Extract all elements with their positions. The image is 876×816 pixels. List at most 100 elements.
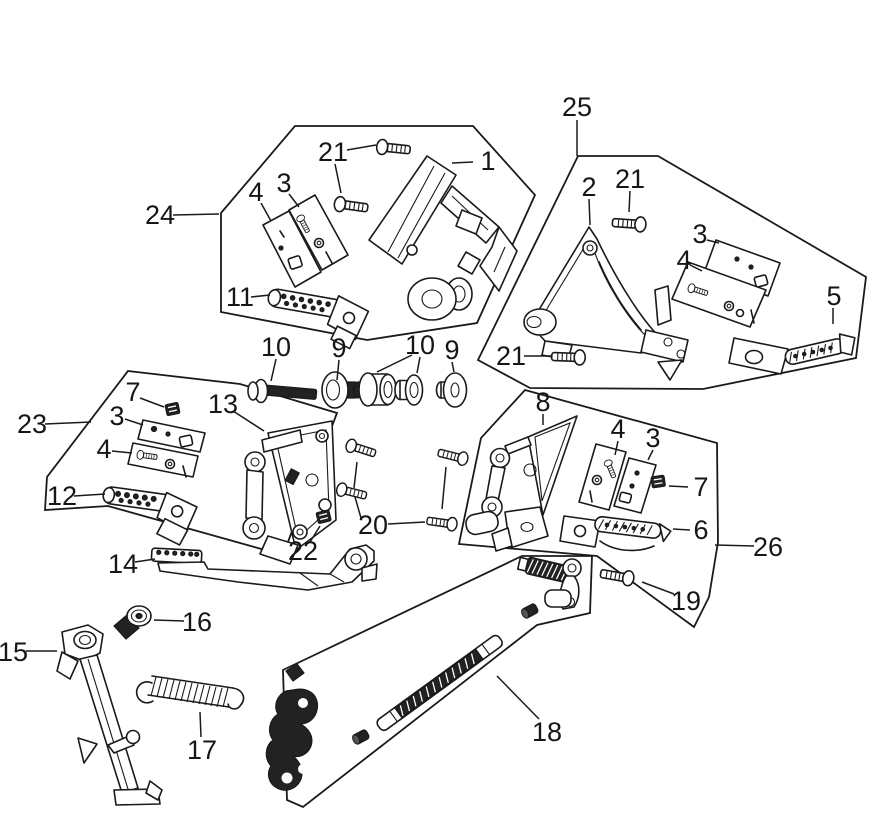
callout-7-r26: 7 — [668, 472, 709, 502]
part-label-1: 1 — [480, 146, 495, 176]
part-label-3-r26: 3 — [645, 423, 660, 453]
callout-10-bolt: 10 — [261, 332, 291, 382]
part-9-grommet-left-drawing — [321, 371, 363, 409]
callout-10-bushing: 10 — [376, 330, 435, 374]
part-label-15: 15 — [0, 637, 28, 667]
part-label-18: 18 — [532, 717, 562, 747]
callout-4-r24: 4 — [248, 177, 272, 222]
part-14-brake-pedal-drawing — [150, 544, 378, 591]
callout-9-left: 9 — [331, 333, 347, 381]
part-20-screw-c — [436, 445, 470, 468]
part-label-3-r25: 3 — [692, 219, 707, 249]
region-26-outline — [457, 388, 719, 629]
callout-22: 22 — [288, 525, 321, 566]
part-10-washer-drawing — [394, 374, 424, 406]
part-20-screw-b — [334, 481, 369, 504]
part-7-clip-nut-r26 — [650, 474, 667, 489]
callout-1: 1 — [451, 146, 496, 176]
part-21-screw-c — [611, 214, 648, 234]
part-label-17: 17 — [187, 735, 217, 765]
callout-26: 26 — [714, 532, 783, 562]
callout-21-r25-top: 21 — [615, 164, 645, 213]
part-4-gasket-plate-r25 — [671, 261, 767, 328]
part-8-bracket-linkage-drawing — [465, 415, 578, 552]
callout-6: 6 — [672, 515, 709, 545]
callout-5: 5 — [826, 281, 842, 324]
part-5-footpeg-drawing — [728, 333, 856, 375]
callout-4-r26: 4 — [610, 414, 626, 456]
callout-17: 17 — [187, 711, 217, 765]
part-4-gasket-plate-r23 — [127, 442, 199, 478]
part-10-pivot-bolt-drawing — [247, 378, 318, 404]
part-label-7-r26: 7 — [693, 472, 708, 502]
callout-4-r25: 4 — [676, 245, 703, 275]
callout-23: 23 — [17, 409, 92, 439]
part-16-pivot-bolt-drawing — [113, 605, 152, 640]
callout-11: 11 — [226, 282, 271, 312]
part-label-16: 16 — [182, 607, 212, 637]
part-label-23: 23 — [17, 409, 47, 439]
part-label-10-bolt: 10 — [261, 332, 291, 362]
part-15-side-stand-drawing — [56, 624, 163, 806]
part-17-return-spring-drawing — [135, 675, 245, 710]
callout-8: 8 — [535, 387, 551, 425]
part-label-20: 20 — [358, 510, 388, 540]
part-label-22: 22 — [288, 536, 318, 566]
callout-24: 24 — [145, 200, 220, 230]
part-3-gasket-plate-r23 — [137, 419, 206, 453]
part-18-shift-rod-drawing — [376, 634, 503, 732]
callout-3-r24: 3 — [276, 168, 300, 208]
part-label-4-r24: 4 — [248, 177, 263, 207]
callout-3-r25: 3 — [692, 219, 720, 249]
callout-20: 20 — [353, 461, 447, 540]
callout-14: 14 — [108, 549, 156, 579]
part-label-25: 25 — [562, 92, 592, 122]
callout-7-r23: 7 — [125, 377, 165, 408]
region-18-outline — [282, 555, 593, 809]
part-18-rubber-damper-a — [352, 729, 370, 745]
callout-19: 19 — [641, 581, 701, 616]
part-18-rubber-damper-b — [521, 603, 539, 619]
callout-25: 25 — [562, 92, 592, 156]
part-9-washer-right-drawing — [435, 372, 468, 408]
part-20-screw-a — [343, 437, 378, 461]
part-label-21-r25-bottom: 21 — [496, 341, 526, 371]
callout-3-r23: 3 — [109, 401, 144, 431]
part-22-clip-nut — [315, 509, 332, 525]
part-label-24: 24 — [145, 200, 175, 230]
callout-9-right: 9 — [444, 335, 460, 373]
part-label-6: 6 — [693, 515, 708, 545]
part-label-5: 5 — [826, 281, 841, 311]
part-label-26: 26 — [753, 532, 783, 562]
part-label-21-r25-top: 21 — [615, 164, 645, 194]
part-label-8: 8 — [535, 387, 550, 417]
callout-12: 12 — [47, 481, 106, 511]
part-label-2: 2 — [581, 172, 596, 202]
part-6-footpeg-drawing — [559, 515, 672, 552]
part-label-12: 12 — [47, 481, 77, 511]
part-3-gasket-plate-r25 — [703, 239, 781, 297]
part-label-10-bushing: 10 — [405, 330, 435, 360]
part-4-gasket-plate-r26 — [578, 443, 627, 511]
part-label-3-r24: 3 — [276, 168, 291, 198]
part-20-screw-d — [425, 513, 459, 533]
part-label-11: 11 — [226, 282, 254, 312]
part-label-13: 13 — [208, 389, 238, 419]
callout-18: 18 — [496, 675, 562, 747]
part-21-screw-b — [332, 195, 370, 217]
part-18-shift-lever-spring-drawing — [516, 556, 582, 610]
callout-3-r26: 3 — [645, 423, 661, 461]
callout-16: 16 — [153, 607, 212, 637]
part-12-footpeg-drawing — [102, 486, 198, 546]
part-3-gasket-plate-r26 — [613, 457, 657, 514]
callout-15: 15 — [0, 637, 57, 667]
part-label-19: 19 — [671, 586, 701, 616]
part-label-21-r24: 21 — [318, 137, 348, 167]
part-3-gasket-plate-r24 — [288, 194, 349, 271]
part-label-14: 14 — [108, 549, 138, 579]
callout-2: 2 — [581, 172, 597, 226]
part-11-footpeg-drawing — [267, 288, 370, 350]
region-24-outline — [220, 125, 537, 341]
callout-21-r24: 21 — [318, 137, 377, 194]
